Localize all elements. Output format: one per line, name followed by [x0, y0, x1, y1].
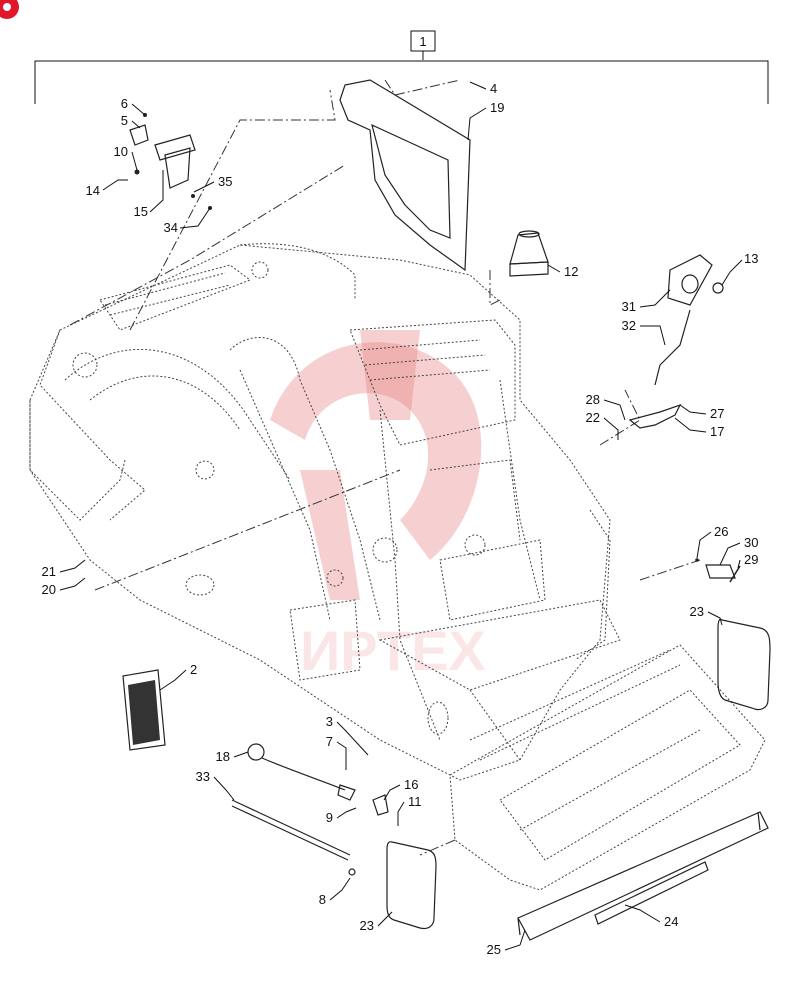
callout-7: 7 — [326, 734, 333, 749]
part-strips — [517, 811, 769, 941]
callout-25: 25 — [487, 942, 501, 957]
callout-24: 24 — [664, 914, 678, 929]
callout-2: 2 — [190, 662, 197, 677]
callout-26: 26 — [714, 524, 728, 539]
callout-30: 30 — [744, 535, 758, 550]
callout-35: 35 — [218, 174, 232, 189]
callout-29: 29 — [744, 552, 758, 567]
callout-32: 32 — [622, 318, 636, 333]
callout-11: 11 — [408, 794, 422, 809]
callout-6: 6 — [121, 96, 128, 111]
part-pad-upper — [717, 618, 771, 711]
part-beacon — [509, 230, 549, 277]
part-bracket — [628, 403, 682, 429]
callout-14: 14 — [86, 183, 100, 198]
callout-19: 19 — [490, 100, 504, 115]
callout-13: 13 — [744, 251, 758, 266]
callout-27: 27 — [710, 406, 724, 421]
part-handle — [129, 113, 212, 210]
callout-9: 9 — [326, 810, 333, 825]
callout-22: 22 — [586, 410, 600, 425]
part-cable — [231, 743, 389, 876]
callout-5: 5 — [121, 113, 128, 128]
watermark-text: ИРТЕХ — [300, 619, 486, 682]
part-side-panel — [339, 79, 471, 272]
part-small-plate — [695, 558, 741, 583]
callout-31: 31 — [622, 299, 636, 314]
machine-frame — [29, 243, 621, 781]
callout-23-upper: 23 — [690, 604, 704, 619]
bucket — [449, 644, 766, 891]
callout-3: 3 — [326, 714, 333, 729]
assembly-label: 1 — [419, 34, 426, 49]
callout-15: 15 — [134, 204, 148, 219]
part-decal — [122, 669, 166, 751]
callout-4: 4 — [490, 81, 497, 96]
callout-28: 28 — [586, 392, 600, 407]
callout-20: 20 — [42, 582, 56, 597]
callout-10: 10 — [114, 144, 128, 159]
callout-labels: 6 5 10 14 15 35 34 4 19 12 13 31 32 28 2… — [42, 81, 759, 957]
callout-21: 21 — [42, 564, 56, 579]
part-pad-lower — [386, 841, 437, 930]
callout-34: 34 — [164, 220, 178, 235]
brand-badge — [0, 0, 19, 19]
callout-16: 16 — [404, 777, 418, 792]
watermark: ИРТЕХ — [270, 330, 486, 682]
callout-12: 12 — [564, 264, 578, 279]
callout-8: 8 — [319, 892, 326, 907]
callout-18: 18 — [216, 749, 230, 764]
part-mirror — [654, 254, 724, 386]
assembly-bracket: 1 — [34, 30, 769, 104]
callout-33: 33 — [196, 769, 210, 784]
leader-lines — [59, 81, 743, 951]
callout-23-lower: 23 — [360, 918, 374, 933]
callout-17: 17 — [710, 424, 724, 439]
